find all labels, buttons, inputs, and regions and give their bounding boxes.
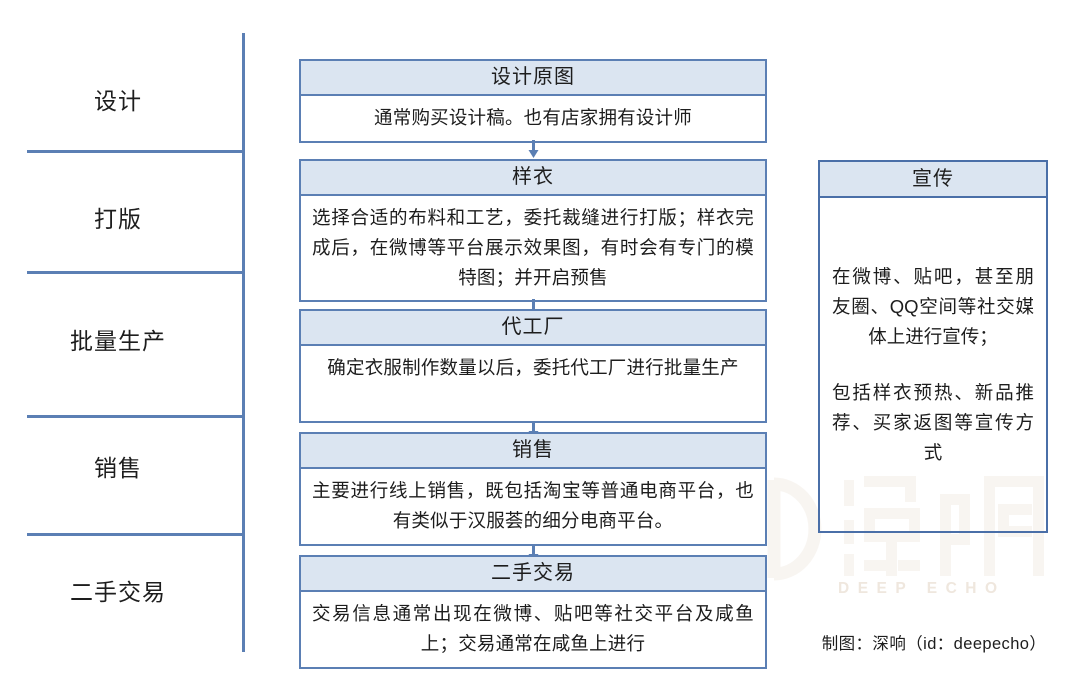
stage-label-patternmaking: 打版 [94,206,142,232]
stage-label-secondhand: 二手交易 [70,579,166,605]
flow-box-secondhand-trade[interactable]: 二手交易 交易信息通常出现在微博、贴吧等社交平台及咸鱼上；交易通常在咸鱼上进行 [299,555,767,669]
credit-line: 制图：深响（id：deepecho） [821,635,1047,653]
flow-box-title: 代工厂 [301,311,765,346]
stage-divider-3 [27,415,244,418]
stage-label-design: 设计 [94,88,142,114]
flow-box-body: 通常购买设计稿。也有店家拥有设计师 [374,107,692,128]
flow-box-design-original[interactable]: 设计原图 通常购买设计稿。也有店家拥有设计师 [299,59,767,143]
flow-box-title: 二手交易 [301,557,765,592]
flow-box-title: 样衣 [301,161,765,196]
flow-box-title: 销售 [301,434,765,469]
flow-box-body: 主要进行线上销售，既包括淘宝等普通电商平台，也有类似于汉服荟的细分电商平台。 [312,480,754,531]
watermark-subtitle: DEEP ECHO [838,580,1006,597]
stage-rail-vertical-line [242,33,245,652]
flow-box-sales[interactable]: 销售 主要进行线上销售，既包括淘宝等普通电商平台，也有类似于汉服荟的细分电商平台… [299,432,767,546]
flow-box-body: 交易信息通常出现在微博、贴吧等社交平台及咸鱼上；交易通常在咸鱼上进行 [312,603,754,654]
stage-divider-4 [27,533,244,536]
flow-box-title: 设计原图 [301,61,765,96]
stage-label-sales: 销售 [94,455,142,481]
promo-paragraph-channels: 在微博、贴吧，甚至朋友圈、QQ空间等社交媒体上进行宣传； [832,265,1034,347]
flow-box-sample-garment[interactable]: 样衣 选择合适的布料和工艺，委托裁缝进行打版；样衣完成后，在微博等平台展示效果图… [299,159,767,302]
stage-label-mass-production: 批量生产 [70,328,166,354]
flow-box-body: 选择合适的布料和工艺，委托裁缝进行打版；样衣完成后，在微博等平台展示效果图，有时… [312,207,754,288]
flow-box-body: 确定衣服制作数量以后，委托代工厂进行批量生产 [327,357,739,378]
promo-paragraph-methods: 包括样衣预热、新品推荐、买家返图等宣传方式 [832,381,1034,463]
promo-panel[interactable]: 宣传 在微博、贴吧，甚至朋友圈、QQ空间等社交媒体上进行宣传； 包括样衣预热、新… [818,160,1048,533]
promo-panel-body: 在微博、贴吧，甚至朋友圈、QQ空间等社交媒体上进行宣传； 包括样衣预热、新品推荐… [820,198,1046,531]
flow-box-oem-factory[interactable]: 代工厂 确定衣服制作数量以后，委托代工厂进行批量生产 [299,309,767,423]
stage-divider-2 [27,271,244,274]
stage-divider-1 [27,150,244,153]
promo-panel-title: 宣传 [820,162,1046,198]
